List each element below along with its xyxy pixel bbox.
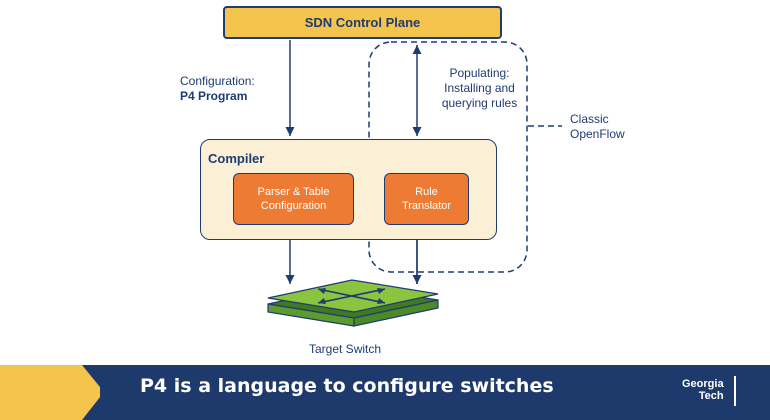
footer-gold-band	[0, 365, 100, 420]
logo-line-2: Tech	[698, 390, 724, 402]
logo-tower-icon	[734, 376, 736, 406]
compiler-label: Compiler	[208, 151, 265, 166]
footer-chevron	[82, 365, 124, 420]
rule-line-1: Rule	[415, 186, 438, 198]
classic-openflow-label-group: Classic OpenFlow	[570, 112, 625, 142]
sdn-control-plane-label: SDN Control Plane	[304, 15, 421, 30]
populating-line-3: querying rules	[441, 96, 518, 110]
populating-line-1: Populating:	[449, 66, 510, 80]
p4-program-label: P4 Program	[180, 89, 248, 103]
configuration-label: Configuration:	[180, 74, 255, 88]
classic-line: Classic	[570, 112, 609, 126]
target-switch-icon	[267, 279, 439, 327]
rule-translator-box: Rule Translator	[384, 173, 469, 225]
rule-line-2: Translator	[401, 200, 452, 212]
configuration-label-group: Configuration: P4 Program	[180, 74, 255, 104]
georgia-tech-logo: Georgia Tech	[682, 378, 724, 402]
footer-title: P4 is a language to configure switches	[140, 375, 554, 397]
logo-line-1: Georgia	[682, 378, 724, 390]
populating-line-2: Installing and	[444, 81, 515, 95]
sdn-control-plane-box: SDN Control Plane	[223, 6, 502, 39]
populating-label-group: Populating: Installing and querying rule…	[432, 66, 527, 111]
parser-table-config-box: Parser & Table Configuration	[233, 173, 354, 225]
openflow-line: OpenFlow	[570, 127, 625, 141]
parser-line-2: Configuration	[260, 200, 327, 212]
parser-line-1: Parser & Table	[257, 186, 330, 198]
target-switch-label: Target Switch	[309, 342, 382, 356]
